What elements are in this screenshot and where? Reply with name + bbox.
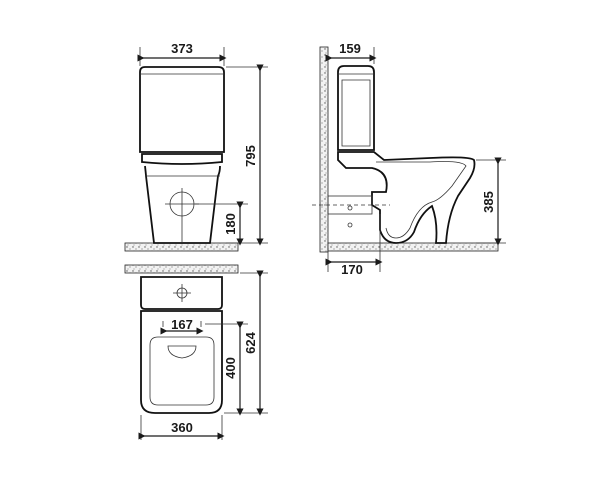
front-height-label: 795	[243, 145, 258, 167]
top-seat-depth-label: 400	[223, 357, 238, 379]
side-bowl	[337, 151, 476, 244]
side-tank-inner	[341, 79, 371, 147]
side-view: 159 385 170	[312, 41, 506, 277]
side-floor	[327, 242, 499, 252]
front-floor	[124, 242, 239, 252]
top-view: 167 400 624 360	[124, 264, 268, 440]
top-overall-depth-label: 624	[243, 331, 258, 353]
top-tank	[140, 276, 223, 310]
side-tank	[337, 65, 375, 151]
side-outlet-bolt-bottom	[347, 222, 353, 228]
top-bowl	[140, 310, 223, 414]
top-rim-hole	[167, 345, 197, 359]
side-bowl-inner	[376, 161, 467, 239]
front-tank	[139, 66, 225, 153]
side-outlet-offset-label: 170	[341, 262, 363, 277]
front-seat	[141, 153, 223, 165]
top-width-label: 360	[171, 420, 193, 435]
top-wall	[124, 264, 239, 274]
front-view: 373 795 180	[124, 41, 268, 252]
top-bolt-spacing-label: 167	[171, 317, 193, 332]
side-outlet-bolt-top	[347, 205, 353, 211]
front-width-label: 373	[171, 41, 193, 56]
front-pedestal	[144, 165, 221, 244]
top-seat-opening	[149, 336, 215, 406]
side-bowl-height-label: 385	[481, 191, 496, 213]
front-inlet-height-label: 180	[223, 213, 238, 235]
side-wall	[319, 46, 329, 253]
side-tank-depth-label: 159	[339, 41, 361, 56]
